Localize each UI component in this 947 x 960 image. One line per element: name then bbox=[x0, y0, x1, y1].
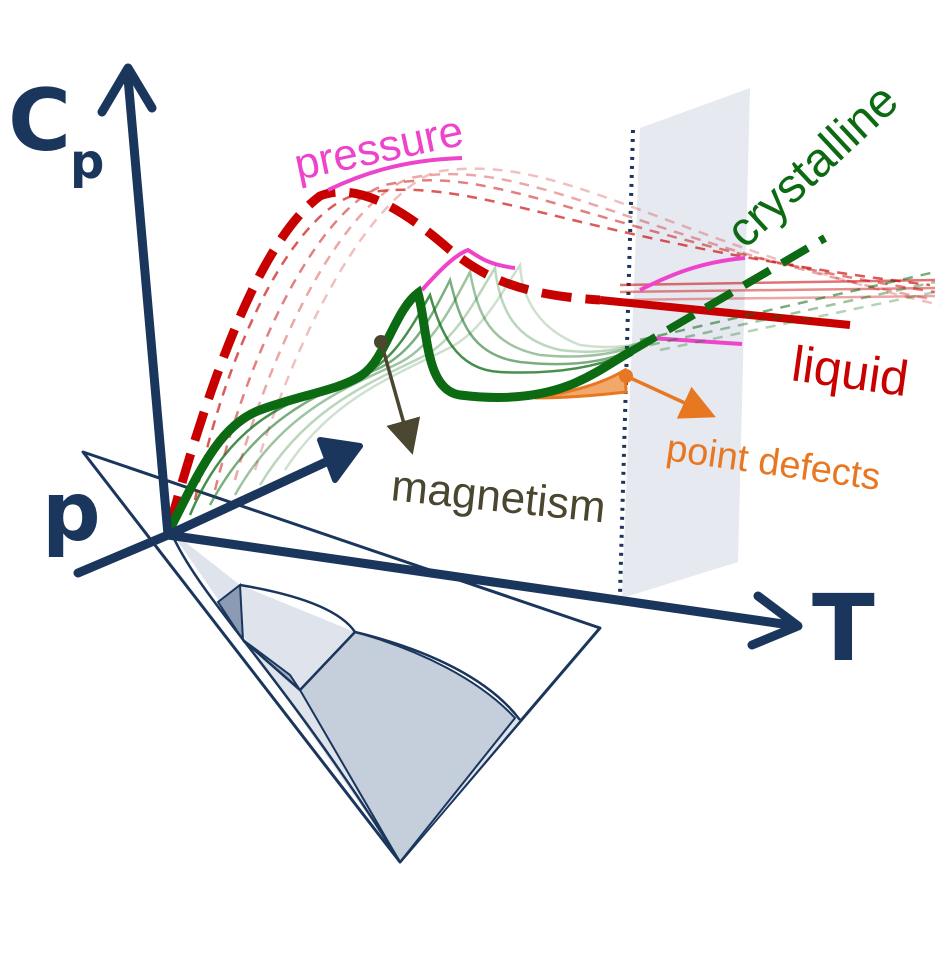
p-axis-label: p bbox=[42, 465, 101, 560]
t-axis-line bbox=[163, 530, 795, 630]
cone-boundary-4 bbox=[242, 631, 356, 692]
axes bbox=[73, 63, 803, 650]
magnetism-label: magnetism bbox=[389, 461, 608, 532]
crystalline-curve bbox=[167, 285, 635, 530]
crystalline-tail-dashes bbox=[639, 270, 936, 352]
cone-boundary-2 bbox=[239, 583, 357, 633]
pressure-label: pressure bbox=[290, 106, 468, 190]
liquid-tail-lines bbox=[619, 278, 936, 302]
phase-diagram-cone bbox=[81, 450, 602, 864]
liquid-label: liquid bbox=[788, 335, 911, 407]
p-axis-arrowhead bbox=[317, 437, 363, 483]
cp-axis-line bbox=[123, 73, 173, 540]
cp-axis-subscript: p bbox=[70, 134, 104, 190]
pressure-accent-peak bbox=[420, 247, 516, 292]
p-axis-line-front bbox=[73, 530, 173, 578]
cone-boundary-1 bbox=[168, 529, 402, 863]
temperature-plane bbox=[622, 88, 750, 598]
point-defects-arrow bbox=[625, 374, 716, 419]
magnetism-arrow bbox=[379, 341, 421, 455]
plane-dotted-line bbox=[618, 129, 635, 596]
cone-small-region bbox=[216, 583, 245, 644]
pressure-accent-liquid bbox=[639, 256, 746, 292]
cone-boundary-3 bbox=[354, 630, 521, 721]
liquid-pressure-family bbox=[193, 167, 941, 501]
liquid-curve-solid bbox=[599, 296, 851, 329]
pressure-accent-top bbox=[327, 156, 463, 192]
cp-axis-label: C bbox=[8, 71, 71, 171]
pressure-accent-crystal bbox=[649, 336, 743, 346]
cp-axis-arrowhead bbox=[97, 63, 157, 117]
t-axis-label: T bbox=[812, 575, 875, 682]
t-axis-arrowhead bbox=[747, 591, 803, 650]
crystalline-curve-dashed bbox=[627, 234, 828, 356]
crystalline-pressure-family bbox=[188, 261, 656, 516]
p-axis-line-back bbox=[163, 445, 357, 540]
